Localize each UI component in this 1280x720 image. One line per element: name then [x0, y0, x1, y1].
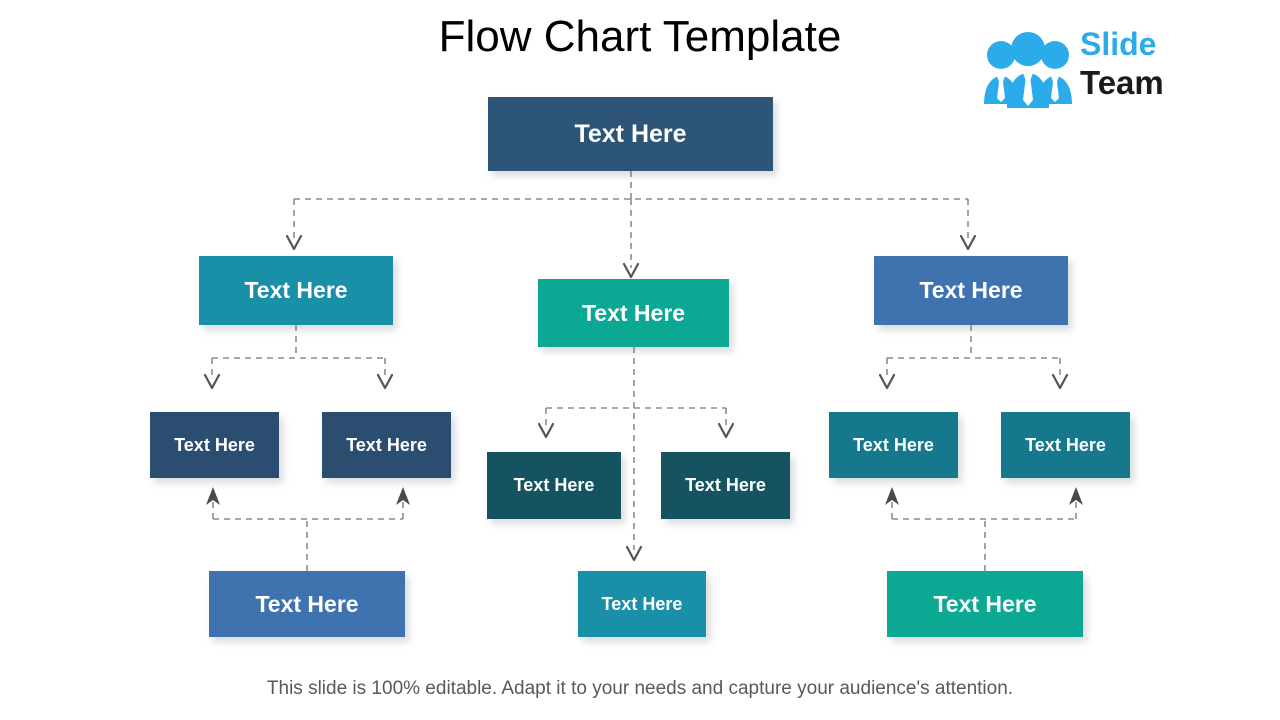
flow-node-right-2b[interactable]: Text Here: [1001, 412, 1130, 478]
flow-node-left-1[interactable]: Text Here: [199, 256, 393, 325]
flow-node-label: Text Here: [255, 590, 359, 617]
flow-node-center-2b[interactable]: Text Here: [661, 452, 790, 519]
flow-node-label: Text Here: [513, 475, 595, 495]
flow-node-left-2b[interactable]: Text Here: [322, 412, 451, 478]
flow-node-center-3[interactable]: Text Here: [578, 571, 706, 637]
flow-node-left-3[interactable]: Text Here: [209, 571, 405, 637]
slideteam-logo[interactable]: Slide Team: [980, 24, 1180, 110]
flow-node-label: Text Here: [919, 277, 1023, 303]
three-people-icon: [980, 28, 1076, 108]
flow-node-center-1[interactable]: Text Here: [538, 279, 729, 347]
flow-node-label: Text Here: [685, 475, 766, 495]
slide-caption: This slide is 100% editable. Adapt it to…: [266, 678, 1014, 699]
flow-node-right-3[interactable]: Text Here: [887, 571, 1083, 637]
flow-node-label: Text Here: [174, 434, 255, 455]
flow-node-root[interactable]: Text Here: [488, 97, 773, 171]
flow-node-label: Text Here: [853, 434, 934, 455]
flow-node-label: Text Here: [574, 119, 687, 148]
flow-node-label: Text Here: [933, 590, 1037, 617]
logo-word-team: Team: [1080, 64, 1164, 101]
logo-word-slide: Slide: [1080, 26, 1157, 62]
logo-wordmark: Slide Team: [1080, 24, 1180, 108]
flow-node-label: Text Here: [346, 434, 427, 455]
flow-node-right-1[interactable]: Text Here: [874, 256, 1068, 325]
flow-node-left-2a[interactable]: Text Here: [150, 412, 279, 478]
flow-node-right-2a[interactable]: Text Here: [829, 412, 958, 478]
flow-node-label: Text Here: [244, 277, 348, 303]
flow-node-center-2a[interactable]: Text Here: [487, 452, 621, 519]
flow-node-label: Text Here: [601, 593, 683, 614]
flow-node-label: Text Here: [581, 299, 686, 326]
flow-node-label: Text Here: [1025, 434, 1106, 455]
page-title: Flow Chart Template: [438, 12, 842, 61]
